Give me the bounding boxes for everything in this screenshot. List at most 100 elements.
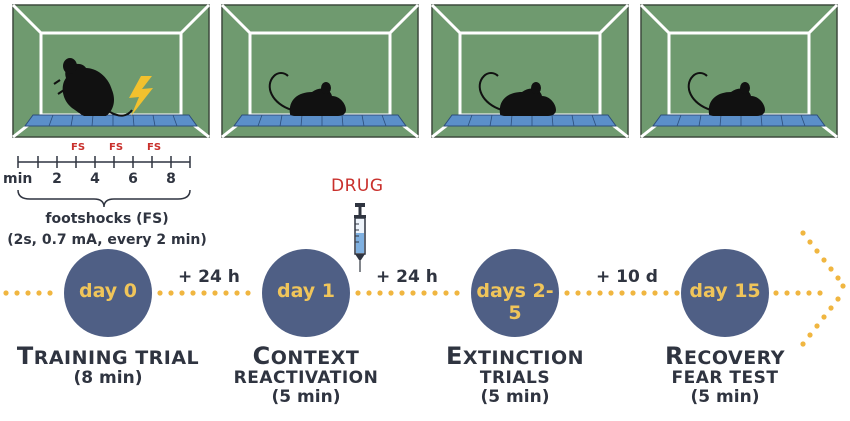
stage-duration: (8 min) xyxy=(73,368,143,389)
grid-floor-4 xyxy=(652,114,826,127)
timeline-dot-29 xyxy=(619,290,625,296)
stage-title-line2: REACTIVATION xyxy=(233,368,379,389)
stage-title-initial: T xyxy=(16,342,34,370)
arrowhead-dot-8 xyxy=(828,305,834,311)
arrowhead-dot-9 xyxy=(821,314,827,320)
stage-title-1: CONTEXT REACTIVATION (5 min) xyxy=(206,343,406,407)
grid-floor-3 xyxy=(443,114,617,127)
footshock-params: (2s, 0.7 mA, every 2 min) xyxy=(7,232,207,248)
interval-label-1: + 24 h xyxy=(178,267,240,287)
interval-label-2: + 24 h xyxy=(376,267,438,287)
footshock-label: footshocks (FS) xyxy=(45,211,169,227)
stage-title-3: RECOVERY FEAR TEST (5 min) xyxy=(625,343,825,407)
stage-title-line2: FEAR TEST xyxy=(671,368,779,389)
stage-title-rest: ONTEXT xyxy=(270,347,360,369)
timeline-dot-35 xyxy=(773,290,779,296)
day-label-1: day 1 xyxy=(276,280,336,302)
timeline-dot-22 xyxy=(443,290,449,296)
stage-title-rest: XTINCTION xyxy=(462,347,584,369)
arrowhead-dot-3 xyxy=(821,257,827,263)
timeline-dot-2 xyxy=(25,290,31,296)
timeline-dot-18 xyxy=(399,290,405,296)
syringe-icon xyxy=(354,203,366,272)
day-label-2: days 2-5 xyxy=(476,280,554,324)
arrowhead-dot-1 xyxy=(807,239,813,245)
timeline-dot-9 xyxy=(201,290,207,296)
footshock-brace xyxy=(17,189,191,208)
fs-mark-1: FS xyxy=(71,142,86,153)
timeline-dot-37 xyxy=(795,290,801,296)
timeline-dot-31 xyxy=(641,290,647,296)
timeline-dots xyxy=(3,290,823,296)
timeline-dot-23 xyxy=(454,290,460,296)
arrowhead-dot-4 xyxy=(828,266,834,272)
stage-title-initial: C xyxy=(252,342,271,370)
arrowhead-dot-11 xyxy=(807,332,813,338)
timeline-dot-36 xyxy=(784,290,790,296)
timeline-dot-20 xyxy=(421,290,427,296)
day-label-0: day 0 xyxy=(78,280,138,302)
timeline-dot-19 xyxy=(410,290,416,296)
day-circle-1 xyxy=(262,249,350,337)
timeline-dot-38 xyxy=(806,290,812,296)
interval-label-3: + 10 d xyxy=(596,267,658,287)
timeline-dot-10 xyxy=(212,290,218,296)
fs-mark-3: FS xyxy=(147,142,162,153)
stage-duration: (5 min) xyxy=(271,387,341,408)
mouse-resting-icon-4 xyxy=(687,72,765,116)
fs-mark-2: FS xyxy=(109,142,124,153)
day-label-3: day 15 xyxy=(689,280,761,302)
timeline-dot-13 xyxy=(245,290,251,296)
timeline-dot-39 xyxy=(817,290,823,296)
tick-label-4: 4 xyxy=(90,171,100,187)
grid-floor-1 xyxy=(24,114,198,127)
stage-title-rest: RAINING TRIAL xyxy=(33,347,200,369)
timeline-dot-30 xyxy=(630,290,636,296)
tick-label-2: 2 xyxy=(52,171,62,187)
timeline-dot-25 xyxy=(575,290,581,296)
timeline-dot-21 xyxy=(432,290,438,296)
mouse-startled-icon xyxy=(53,58,133,117)
arrowhead-dot-5 xyxy=(835,275,841,281)
mouse-resting-icon-2 xyxy=(268,72,346,116)
timeline-dot-12 xyxy=(234,290,240,296)
minute-scale xyxy=(17,156,191,168)
timeline-dot-33 xyxy=(663,290,669,296)
arrowhead-dot-0 xyxy=(800,230,806,236)
timeline-dot-26 xyxy=(586,290,592,296)
day-circle-3 xyxy=(681,249,769,337)
timeline-dot-27 xyxy=(597,290,603,296)
timeline-arrowhead xyxy=(800,230,846,347)
timeline-dot-24 xyxy=(564,290,570,296)
stage-duration: (5 min) xyxy=(480,387,550,408)
timeline-dot-15 xyxy=(366,290,372,296)
grid-floor-2 xyxy=(233,114,407,127)
timeline-dot-4 xyxy=(47,290,53,296)
tick-label-8: 8 xyxy=(166,171,176,187)
tick-label-6: 6 xyxy=(128,171,138,187)
timeline-dot-28 xyxy=(608,290,614,296)
arrowhead-dot-2 xyxy=(814,248,820,254)
arrowhead-dot-6 xyxy=(840,283,846,289)
stage-duration: (5 min) xyxy=(690,387,760,408)
mouse-resting-icon-3 xyxy=(478,72,556,116)
lightning-bolt-icon xyxy=(129,76,153,116)
drug-label: DRUG xyxy=(331,176,384,196)
timeline-dot-32 xyxy=(652,290,658,296)
timeline-dot-11 xyxy=(223,290,229,296)
timeline-dot-3 xyxy=(36,290,42,296)
timeline-dot-14 xyxy=(355,290,361,296)
day-circle-2 xyxy=(471,249,559,337)
timeline-dot-34 xyxy=(674,290,680,296)
timeline-dot-7 xyxy=(179,290,185,296)
timeline-dot-5 xyxy=(157,290,163,296)
arrowhead-dot-7 xyxy=(835,296,841,302)
stage-title-rest: ECOVERY xyxy=(683,347,786,369)
arrowhead-dot-10 xyxy=(814,323,820,329)
stage-title-0: TRAINING TRIAL (8 min) xyxy=(8,343,208,388)
arrowhead-dot-12 xyxy=(800,341,806,347)
stage-title-line2: TRIALS xyxy=(479,368,551,389)
day-circle-0 xyxy=(64,249,152,337)
timeline-dot-1 xyxy=(14,290,20,296)
